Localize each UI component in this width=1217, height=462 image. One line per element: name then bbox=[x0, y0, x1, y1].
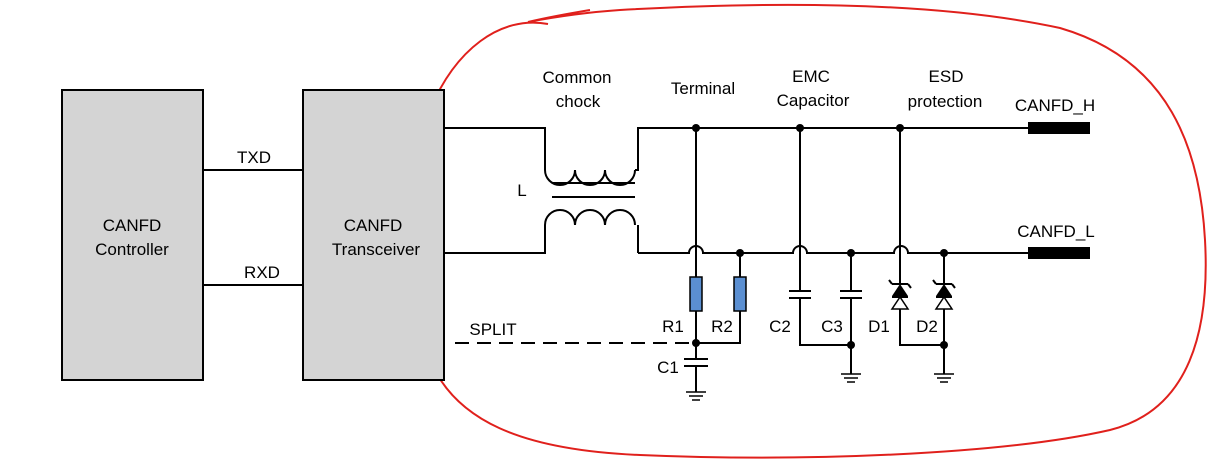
junction-dot bbox=[847, 341, 855, 349]
common-choke-label-line2: chock bbox=[556, 92, 601, 111]
r2-label: R2 bbox=[711, 317, 733, 336]
rxd-label: RXD bbox=[244, 263, 280, 282]
junction-dot bbox=[692, 339, 700, 347]
txd-label: TXD bbox=[237, 148, 271, 167]
d1-bottom-wire bbox=[899, 309, 944, 346]
c2-label: C2 bbox=[769, 317, 791, 336]
canfd-h-connector bbox=[1028, 122, 1090, 134]
canfd-transceiver-block bbox=[302, 89, 445, 381]
c2-bottom-wire bbox=[799, 298, 851, 346]
c1-label: C1 bbox=[657, 358, 679, 377]
canfd-controller-block bbox=[61, 89, 204, 381]
r2-bottom-wire bbox=[696, 311, 741, 344]
canh-wire-right bbox=[635, 127, 1028, 171]
split-label: SPLIT bbox=[469, 320, 516, 339]
junction-dot bbox=[940, 341, 948, 349]
canfd-l-label: CANFD_L bbox=[1017, 222, 1094, 241]
canl-wire-left bbox=[444, 225, 546, 254]
ground-icon bbox=[686, 391, 706, 401]
transceiver-label-line2: Transceiver bbox=[332, 240, 421, 259]
terminal-label: Terminal bbox=[671, 79, 735, 98]
transceiver-label-line1: CANFD bbox=[344, 216, 403, 235]
c3-label: C3 bbox=[821, 317, 843, 336]
d2-label: D2 bbox=[916, 317, 938, 336]
emc-label-line2: Capacitor bbox=[777, 91, 850, 110]
tvs-diode-d2 bbox=[932, 279, 956, 310]
esd-label-line1: ESD bbox=[929, 67, 964, 86]
esd-label-line2: protection bbox=[908, 92, 983, 111]
ground-icon bbox=[841, 373, 861, 383]
canh-wire-left bbox=[444, 127, 546, 170]
inductor-label: L bbox=[517, 181, 526, 200]
common-choke-label-line1: Common bbox=[543, 68, 612, 87]
canfd-l-connector bbox=[1028, 247, 1090, 259]
tvs-diode-d1 bbox=[888, 279, 912, 310]
r1-label: R1 bbox=[662, 317, 684, 336]
d1-label: D1 bbox=[868, 317, 890, 336]
controller-label-line2: Controller bbox=[95, 240, 169, 259]
ground-icon bbox=[934, 373, 954, 383]
resistor-r1 bbox=[689, 276, 703, 312]
canfd-h-label: CANFD_H bbox=[1015, 96, 1095, 115]
emc-label-line1: EMC bbox=[792, 67, 830, 86]
controller-label-line1: CANFD bbox=[103, 216, 162, 235]
choke-coil-bottom bbox=[544, 209, 636, 226]
resistor-r2 bbox=[733, 276, 747, 312]
choke-coil-top bbox=[544, 169, 636, 186]
